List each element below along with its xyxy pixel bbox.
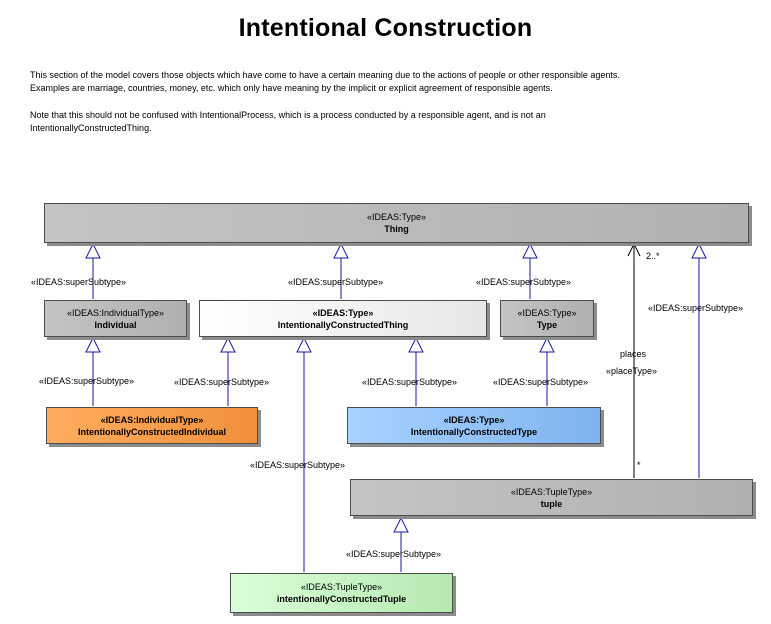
- generalization-arrowhead: [539, 336, 555, 353]
- description-line: Note that this should not be confused wi…: [30, 110, 546, 120]
- stereotype-label: «IDEAS:IndividualType»: [66, 307, 165, 318]
- class-intentionally-constructed-tuple[interactable]: «IDEAS:TupleType» intentionallyConstruct…: [230, 573, 453, 613]
- supersubtype-label: «IDEAS:superSubtype»: [39, 376, 135, 386]
- generalization-arrowhead: [296, 336, 312, 353]
- class-name: Individual: [94, 319, 137, 330]
- generalization-arrowhead: [333, 242, 349, 259]
- class-name: IntentionallyConstructedIndividual: [77, 426, 226, 437]
- generalization-arrowhead: [522, 242, 538, 259]
- supersubtype-label: «IDEAS:superSubtype»: [362, 377, 458, 387]
- stereotype-label: «IDEAS:Type»: [312, 307, 374, 318]
- association-stereotype-label: «placeType»: [606, 366, 658, 376]
- class-name: IntentionallyConstructedThing: [277, 319, 409, 330]
- multiplicity-label: *: [637, 460, 641, 470]
- class-thing[interactable]: «IDEAS:Type» Thing: [44, 203, 749, 243]
- association-role-label: places: [620, 349, 647, 359]
- stereotype-label: «IDEAS:Type»: [443, 414, 505, 425]
- supersubtype-label: «IDEAS:superSubtype»: [174, 377, 270, 387]
- generalization-arrowhead: [85, 336, 101, 353]
- class-type[interactable]: «IDEAS:Type» Type: [500, 300, 594, 337]
- multiplicity-label: 2..*: [646, 251, 660, 261]
- generalization-arrowhead: [408, 336, 424, 353]
- supersubtype-label: «IDEAS:superSubtype»: [31, 277, 127, 287]
- association-arrowhead: [627, 242, 641, 257]
- stereotype-label: «IDEAS:IndividualType»: [100, 414, 204, 425]
- supersubtype-label: «IDEAS:superSubtype»: [493, 377, 589, 387]
- class-intentionally-constructed-thing[interactable]: «IDEAS:Type» IntentionallyConstructedThi…: [199, 300, 487, 337]
- class-name: Type: [536, 319, 558, 330]
- stereotype-label: «IDEAS:Type»: [366, 212, 427, 222]
- class-name: IntentionallyConstructedType: [410, 426, 538, 437]
- class-individual[interactable]: «IDEAS:IndividualType» Individual: [44, 300, 187, 337]
- description-paragraph-2: Note that this should not be confused wi…: [30, 109, 750, 135]
- diagram-title: Intentional Construction: [238, 14, 533, 42]
- description-line: This section of the model covers those o…: [30, 70, 620, 80]
- class-name: Thing: [384, 224, 409, 234]
- stereotype-label: «IDEAS:TupleType»: [510, 486, 593, 497]
- supersubtype-label: «IDEAS:superSubtype»: [648, 303, 744, 313]
- class-tuple[interactable]: «IDEAS:TupleType» tuple: [350, 479, 753, 516]
- class-name: tuple: [540, 498, 563, 509]
- stereotype-label: «IDEAS:Type»: [517, 307, 577, 318]
- supersubtype-label: «IDEAS:superSubtype»: [250, 460, 346, 470]
- class-name: intentionallyConstructedTuple: [276, 594, 407, 604]
- description-line: IntentionallyConstructedThing.: [30, 123, 152, 133]
- class-intentionally-constructed-type[interactable]: «IDEAS:Type» IntentionallyConstructedTyp…: [347, 407, 601, 444]
- generalization-arrowhead: [220, 336, 236, 353]
- supersubtype-label: «IDEAS:superSubtype»: [288, 277, 384, 287]
- supersubtype-label: «IDEAS:superSubtype»: [346, 549, 442, 559]
- supersubtype-label: «IDEAS:superSubtype»: [476, 277, 572, 287]
- generalization-arrowhead: [85, 242, 101, 259]
- generalization-arrowhead: [691, 242, 707, 259]
- stereotype-label: «IDEAS:TupleType»: [300, 582, 383, 592]
- description-line: Examples are marriage, countries, money,…: [30, 83, 553, 93]
- description-paragraph-1: This section of the model covers those o…: [30, 69, 750, 95]
- class-intentionally-constructed-individual[interactable]: «IDEAS:IndividualType» IntentionallyCons…: [46, 407, 258, 444]
- generalization-arrowhead: [393, 516, 409, 533]
